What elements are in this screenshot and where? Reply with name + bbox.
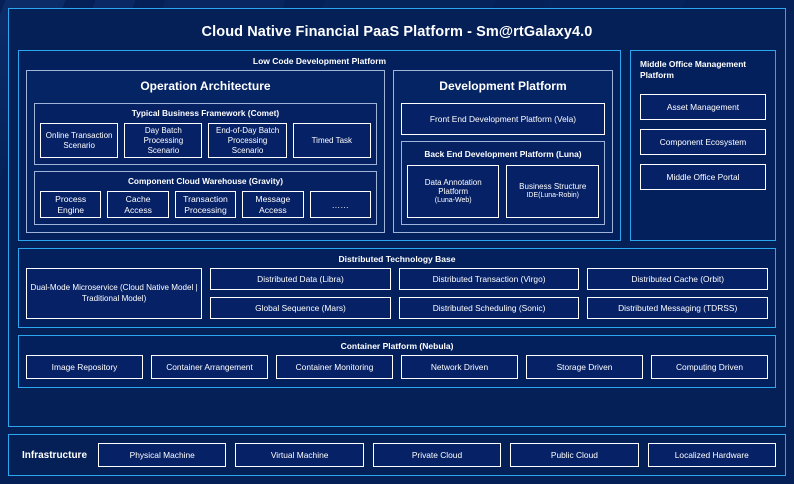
component-cloud-warehouse-title: Component Cloud Warehouse (Gravity) bbox=[127, 176, 283, 187]
chip-localized-hardware[interactable]: Localized Hardware bbox=[647, 443, 776, 467]
chip-middle-office-portal[interactable]: Middle Office Portal bbox=[640, 163, 766, 190]
chip-business-structure-sublabel: IDE(Luna-Robin) bbox=[526, 192, 579, 200]
chip-dual-mode-microservice[interactable]: Dual-Mode Microservice (Cloud Native Mod… bbox=[26, 268, 203, 320]
platform-frame: Cloud Native Financial PaaS Platform - S… bbox=[8, 8, 786, 427]
back-end-development-platform-title: Back End Development Platform (Luna) bbox=[424, 149, 582, 159]
chip-global-sequence[interactable]: Global Sequence (Mars) bbox=[210, 297, 391, 320]
chip-business-structure-label: Business Structure bbox=[519, 182, 587, 192]
operation-architecture-title: Operation Architecture bbox=[140, 79, 271, 93]
container-platform-panel: Container Platform (Nebula) Image Reposi… bbox=[18, 335, 776, 389]
low-code-platform-title: Low Code Development Platform bbox=[252, 56, 387, 66]
dtb-column-3: Distributed Cache (Orbit) Distributed Me… bbox=[587, 268, 768, 320]
distributed-technology-base-title: Distributed Technology Base bbox=[338, 254, 456, 265]
component-cloud-warehouse-group: Component Cloud Warehouse (Gravity) Proc… bbox=[34, 171, 377, 226]
infrastructure-label: Infrastructure bbox=[22, 449, 88, 461]
chip-day-batch-processing-scenario[interactable]: Day Batch Processing Scenario bbox=[124, 123, 203, 159]
dtb-column-1: Distributed Data (Libra) Global Sequence… bbox=[210, 268, 391, 320]
back-end-development-platform-group: Back End Development Platform (Luna) Dat… bbox=[400, 141, 605, 226]
chip-distributed-scheduling[interactable]: Distributed Scheduling (Sonic) bbox=[398, 297, 580, 320]
distributed-technology-base-panel: Distributed Technology Base Dual-Mode Mi… bbox=[18, 248, 776, 329]
development-platform-panel: Development Platform Front End Developme… bbox=[392, 70, 613, 234]
chip-message-access[interactable]: Message Access bbox=[242, 191, 304, 219]
chip-distributed-cache[interactable]: Distributed Cache (Orbit) bbox=[587, 268, 768, 291]
typical-business-framework-title: Typical Business Framework (Comet) bbox=[131, 108, 280, 118]
chip-front-end-development-platform[interactable]: Front End Development Platform (Vela) bbox=[400, 103, 605, 135]
chip-distributed-data[interactable]: Distributed Data (Libra) bbox=[210, 268, 391, 291]
chip-data-annotation-platform-label: Data Annotation Platform bbox=[424, 177, 482, 197]
chip-cache-access[interactable]: Cache Access bbox=[107, 191, 169, 219]
chip-online-transaction-scenario[interactable]: Online Transaction Scenario bbox=[40, 123, 119, 159]
chip-network-driven[interactable]: Network Driven bbox=[401, 355, 518, 380]
dtb-column-2: Distributed Transaction (Virgo) Distribu… bbox=[398, 268, 580, 320]
low-code-platform-panel: Low Code Development Platform Operation … bbox=[18, 50, 621, 242]
middle-office-management-panel: Middle Office Management Platform Asset … bbox=[630, 50, 776, 242]
chip-end-of-day-batch-processing-scenario[interactable]: End-of-Day Batch Processing Scenario bbox=[208, 123, 287, 159]
chip-computing-driven[interactable]: Computing Driven bbox=[651, 355, 768, 380]
chip-physical-machine[interactable]: Physical Machine bbox=[98, 443, 227, 467]
chip-asset-management[interactable]: Asset Management bbox=[640, 93, 766, 120]
infrastructure-panel: Infrastructure Physical Machine Virtual … bbox=[8, 434, 786, 476]
chip-container-monitoring[interactable]: Container Monitoring bbox=[276, 355, 393, 380]
operation-architecture-panel: Operation Architecture Typical Business … bbox=[26, 70, 385, 234]
chip-business-structure-ide[interactable]: Business Structure IDE(Luna-Robin) bbox=[506, 165, 599, 219]
middle-office-management-title: Middle Office Management Platform bbox=[640, 59, 747, 81]
container-platform-title: Container Platform (Nebula) bbox=[340, 341, 454, 352]
chip-component-ecosystem[interactable]: Component Ecosystem bbox=[640, 128, 766, 155]
chip-storage-driven[interactable]: Storage Driven bbox=[526, 355, 643, 380]
chip-private-cloud[interactable]: Private Cloud bbox=[372, 443, 502, 467]
chip-distributed-messaging[interactable]: Distributed Messaging (TDRSS) bbox=[587, 297, 768, 320]
chip-container-arrangement[interactable]: Container Arrangement bbox=[151, 355, 268, 380]
typical-business-framework-group: Typical Business Framework (Comet) Onlin… bbox=[34, 103, 377, 166]
chip-process-engine[interactable]: Process Engine bbox=[40, 191, 102, 219]
chip-image-repository[interactable]: Image Repository bbox=[26, 355, 143, 380]
page-title: Cloud Native Financial PaaS Platform - S… bbox=[201, 24, 593, 40]
development-platform-title: Development Platform bbox=[439, 79, 567, 93]
chip-distributed-transaction[interactable]: Distributed Transaction (Virgo) bbox=[398, 268, 580, 291]
chip-data-annotation-platform[interactable]: Data Annotation Platform (Luna-Web) bbox=[406, 165, 500, 219]
top-row: Low Code Development Platform Operation … bbox=[18, 50, 776, 242]
chip-timed-task[interactable]: Timed Task bbox=[292, 123, 371, 159]
chip-data-annotation-platform-sublabel: (Luna-Web) bbox=[434, 197, 472, 205]
chip-public-cloud[interactable]: Public Cloud bbox=[510, 443, 639, 467]
chip-more-ellipsis[interactable]: …… bbox=[309, 191, 371, 219]
chip-virtual-machine[interactable]: Virtual Machine bbox=[235, 443, 364, 467]
chip-transaction-processing[interactable]: Transaction Processing bbox=[174, 191, 237, 219]
